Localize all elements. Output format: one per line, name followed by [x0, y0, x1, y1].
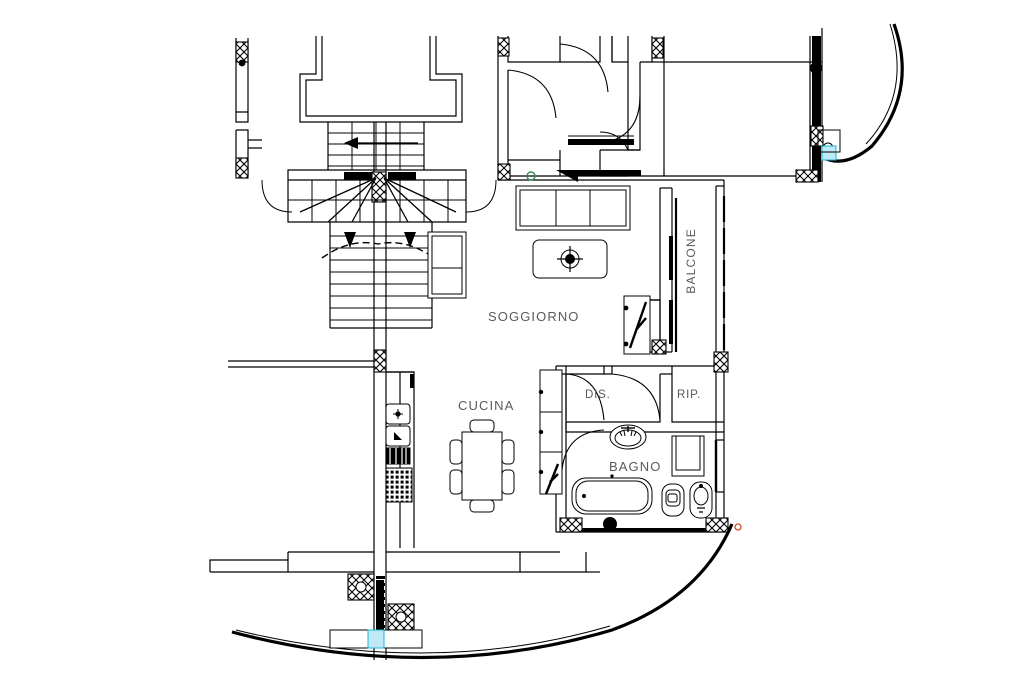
room-label-cucina: CUCINA: [458, 398, 515, 413]
door-swing-dis-2: [565, 373, 605, 421]
accent-marker-cyan-2: [821, 145, 837, 161]
stair-break-line: [321, 241, 435, 259]
bidet: [689, 481, 713, 519]
dining-table: [461, 431, 503, 501]
washbasin: [609, 424, 647, 450]
stair-winders: [287, 177, 467, 223]
room-label-balcone: BALCONE: [684, 228, 698, 294]
room-label-soggiorno: SOGGIORNO: [488, 309, 580, 324]
window-symbol-cucina-east: [538, 369, 563, 495]
stair-side-cabinet: [427, 231, 467, 299]
stair-up-arrow: [344, 137, 358, 149]
accent-marker-red: [734, 523, 742, 531]
dining-chairs: [449, 419, 515, 513]
cucina-furniture: [385, 371, 515, 513]
window-top-right: [810, 40, 822, 74]
site-boundary-curves: [231, 23, 904, 660]
room-label-bagno: BAGNO: [609, 459, 662, 474]
door-swing-bagno: [561, 429, 605, 471]
sofa: [515, 185, 631, 231]
door-leaf-marker: [556, 170, 578, 182]
bottom-entry: [329, 129, 841, 649]
room-label-rip: RIP.: [677, 389, 702, 401]
door-swing-arc-right: [465, 179, 497, 213]
coffee-table: [532, 239, 608, 279]
door-swing-arc-left: [261, 179, 293, 213]
windows: [538, 40, 822, 495]
stair-down-arrows: [344, 232, 416, 248]
kitchen-sink: [385, 403, 411, 447]
door-swing-hall-1: [559, 43, 609, 93]
staircase: [261, 121, 497, 321]
balcony-door-symbol: [623, 295, 651, 355]
sliding-door: [568, 139, 634, 145]
boundary-arc-bottom-inner: [235, 625, 611, 654]
room-label-dis: DIS.: [585, 389, 611, 401]
toilet: [661, 483, 685, 517]
bagno-fixtures: [571, 424, 742, 531]
stair-treads-lower: [330, 235, 432, 321]
boundary-arc-top-right: [823, 23, 904, 163]
door-swing-hall-2: [507, 69, 557, 119]
door-swing-dis: [611, 373, 661, 421]
soggiorno-furniture: [515, 170, 631, 279]
rip-storage: [671, 435, 705, 477]
bathtub: [571, 474, 653, 515]
accent-marker-cyan: [367, 629, 385, 649]
boundary-arc-top-right-inner: [865, 23, 898, 145]
floor-drain: [603, 517, 617, 531]
boundary-arc-bottom: [231, 523, 734, 660]
kitchen-stove: [385, 447, 413, 503]
accent-marker-green: [526, 171, 536, 181]
